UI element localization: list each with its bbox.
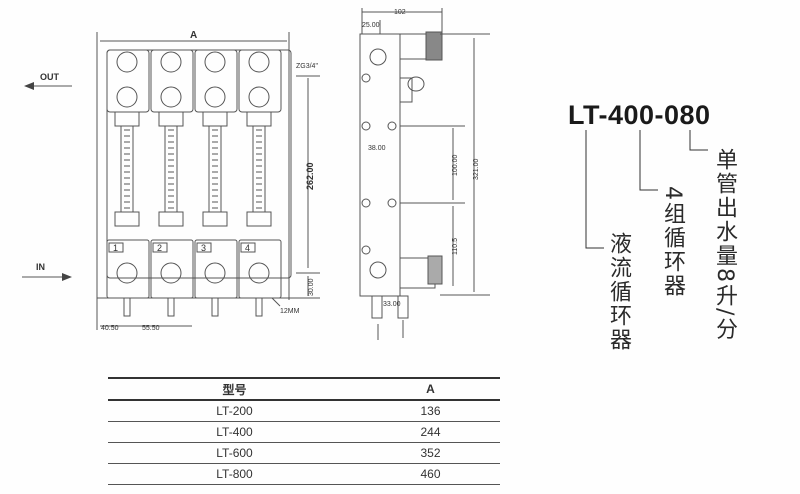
- dim-total: 321.00: [473, 158, 480, 180]
- cell: 244: [361, 421, 500, 443]
- dim-bottom: 30.00: [308, 278, 315, 296]
- out-arrow-icon: [24, 82, 34, 90]
- cell: 352: [361, 442, 500, 464]
- out-label: OUT: [40, 72, 60, 82]
- dim-left-offset: 40.50: [101, 325, 119, 332]
- hose-barb: [211, 297, 219, 317]
- cell: LT-800: [108, 463, 362, 485]
- flow-description: 单管出水量8升/分: [712, 148, 737, 342]
- groups-description: 4组循环器: [660, 186, 685, 298]
- hose-barb: [123, 297, 131, 317]
- in-label: IN: [36, 262, 45, 272]
- channel-number: 4: [245, 243, 250, 253]
- side-width: 102: [394, 9, 406, 16]
- spacing-a: 100.00: [452, 154, 459, 176]
- gauge-icon: [116, 86, 138, 108]
- flow-tube: [164, 125, 178, 213]
- dim-height: 262.00: [305, 162, 315, 190]
- type-description: 液流循环器: [606, 232, 631, 352]
- gauge-icon: [160, 86, 182, 108]
- dim-a: A: [190, 30, 197, 41]
- channel-number: 2: [157, 243, 162, 253]
- channel-number: 1: [113, 243, 118, 253]
- cell: 460: [361, 463, 500, 485]
- gauge-icon: [248, 86, 270, 108]
- hose-barb: [167, 297, 175, 317]
- flow-channel: 3: [194, 49, 238, 317]
- flow-channel: 4: [238, 49, 282, 317]
- channel-number: 3: [201, 243, 206, 253]
- cell: LT-400: [108, 421, 362, 443]
- spacing-b: 110.5: [452, 238, 459, 255]
- thread-label: ZG3/4": [296, 63, 318, 70]
- flow-tube: [208, 125, 222, 213]
- flow-tube: [120, 125, 134, 213]
- hose-barb: [255, 297, 263, 317]
- side-offset: 25.00: [362, 22, 380, 29]
- model-code: LT-400-080: [568, 100, 711, 130]
- hole-pitch: 38.00: [368, 145, 386, 152]
- cell: 136: [361, 400, 500, 422]
- flow-channel: 2: [150, 49, 194, 317]
- flow-channel: 1: [106, 49, 150, 317]
- in-arrow-icon: [62, 273, 72, 281]
- cell: LT-200: [108, 400, 362, 422]
- flow-tube: [252, 125, 266, 213]
- header-a: A: [361, 377, 500, 401]
- outlet-pitch: 33.00: [383, 301, 401, 308]
- cell: LT-600: [108, 442, 362, 464]
- header-model: 型号: [108, 377, 362, 401]
- hose-size: 12MM: [280, 308, 300, 315]
- gauge-icon: [204, 86, 226, 108]
- dim-pitch: 55.50: [142, 325, 160, 332]
